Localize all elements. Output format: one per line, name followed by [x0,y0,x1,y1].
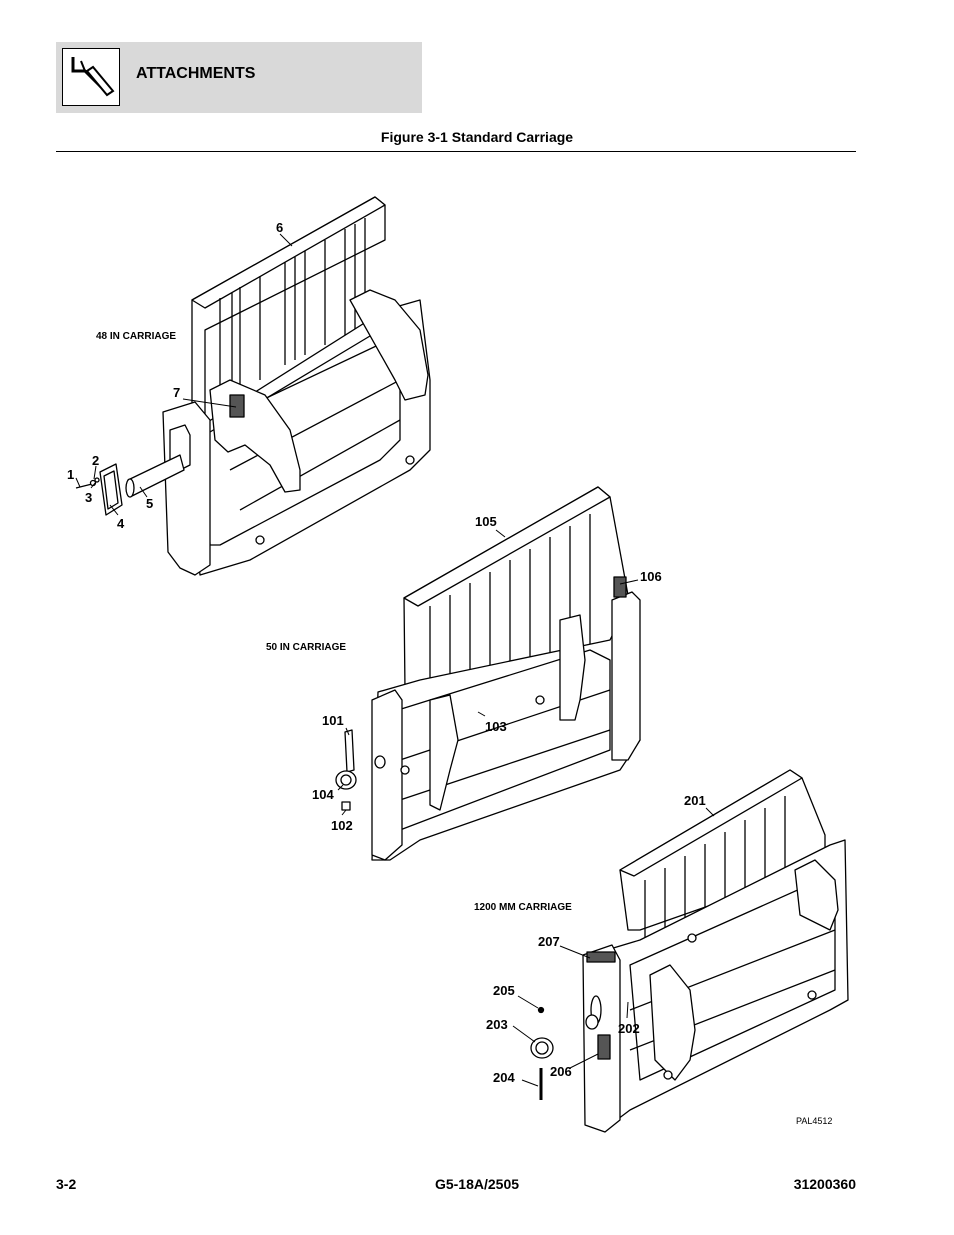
callout-105: 105 [475,514,497,529]
carriage-48in-drawing [75,196,431,576]
callout-106: 106 [640,569,662,584]
carriage-50in-drawing [335,486,641,861]
callout-201: 201 [684,793,706,808]
carriage-50in-label: 50 IN CARRIAGE [266,642,346,653]
callout-202: 202 [618,1021,640,1036]
attachment-hook-icon [62,48,120,106]
carriage-1200mm-drawing [530,769,849,1133]
callout-1: 1 [67,467,74,482]
callout-4: 4 [117,516,125,531]
callout-206: 206 [550,1064,572,1079]
callout-6: 6 [276,220,283,235]
callout-5: 5 [146,496,153,511]
document-number: 31200360 [793,1176,856,1192]
callout-7: 7 [173,385,180,400]
callout-205: 205 [493,983,515,998]
callout-103: 103 [485,719,507,734]
figure-title: Figure 3-1 Standard Carriage [380,129,574,145]
callout-102: 102 [331,818,353,833]
callout-101: 101 [322,713,344,728]
carriage-1200mm-label: 1200 MM CARRIAGE [474,902,572,913]
page-number: 3-2 [56,1176,77,1192]
callout-207: 207 [538,934,560,949]
callout-203: 203 [486,1017,508,1032]
figure-reference: PAL4512 [796,1116,832,1126]
callout-3: 3 [85,490,92,505]
header-divider [56,151,856,152]
model-number: G5-18A/2505 [434,1176,520,1192]
carriage-48in-label: 48 IN CARRIAGE [96,331,176,342]
callout-104: 104 [312,787,334,802]
callout-2: 2 [92,453,99,468]
section-title: ATTACHMENTS [136,65,256,82]
callout-204: 204 [493,1070,515,1085]
